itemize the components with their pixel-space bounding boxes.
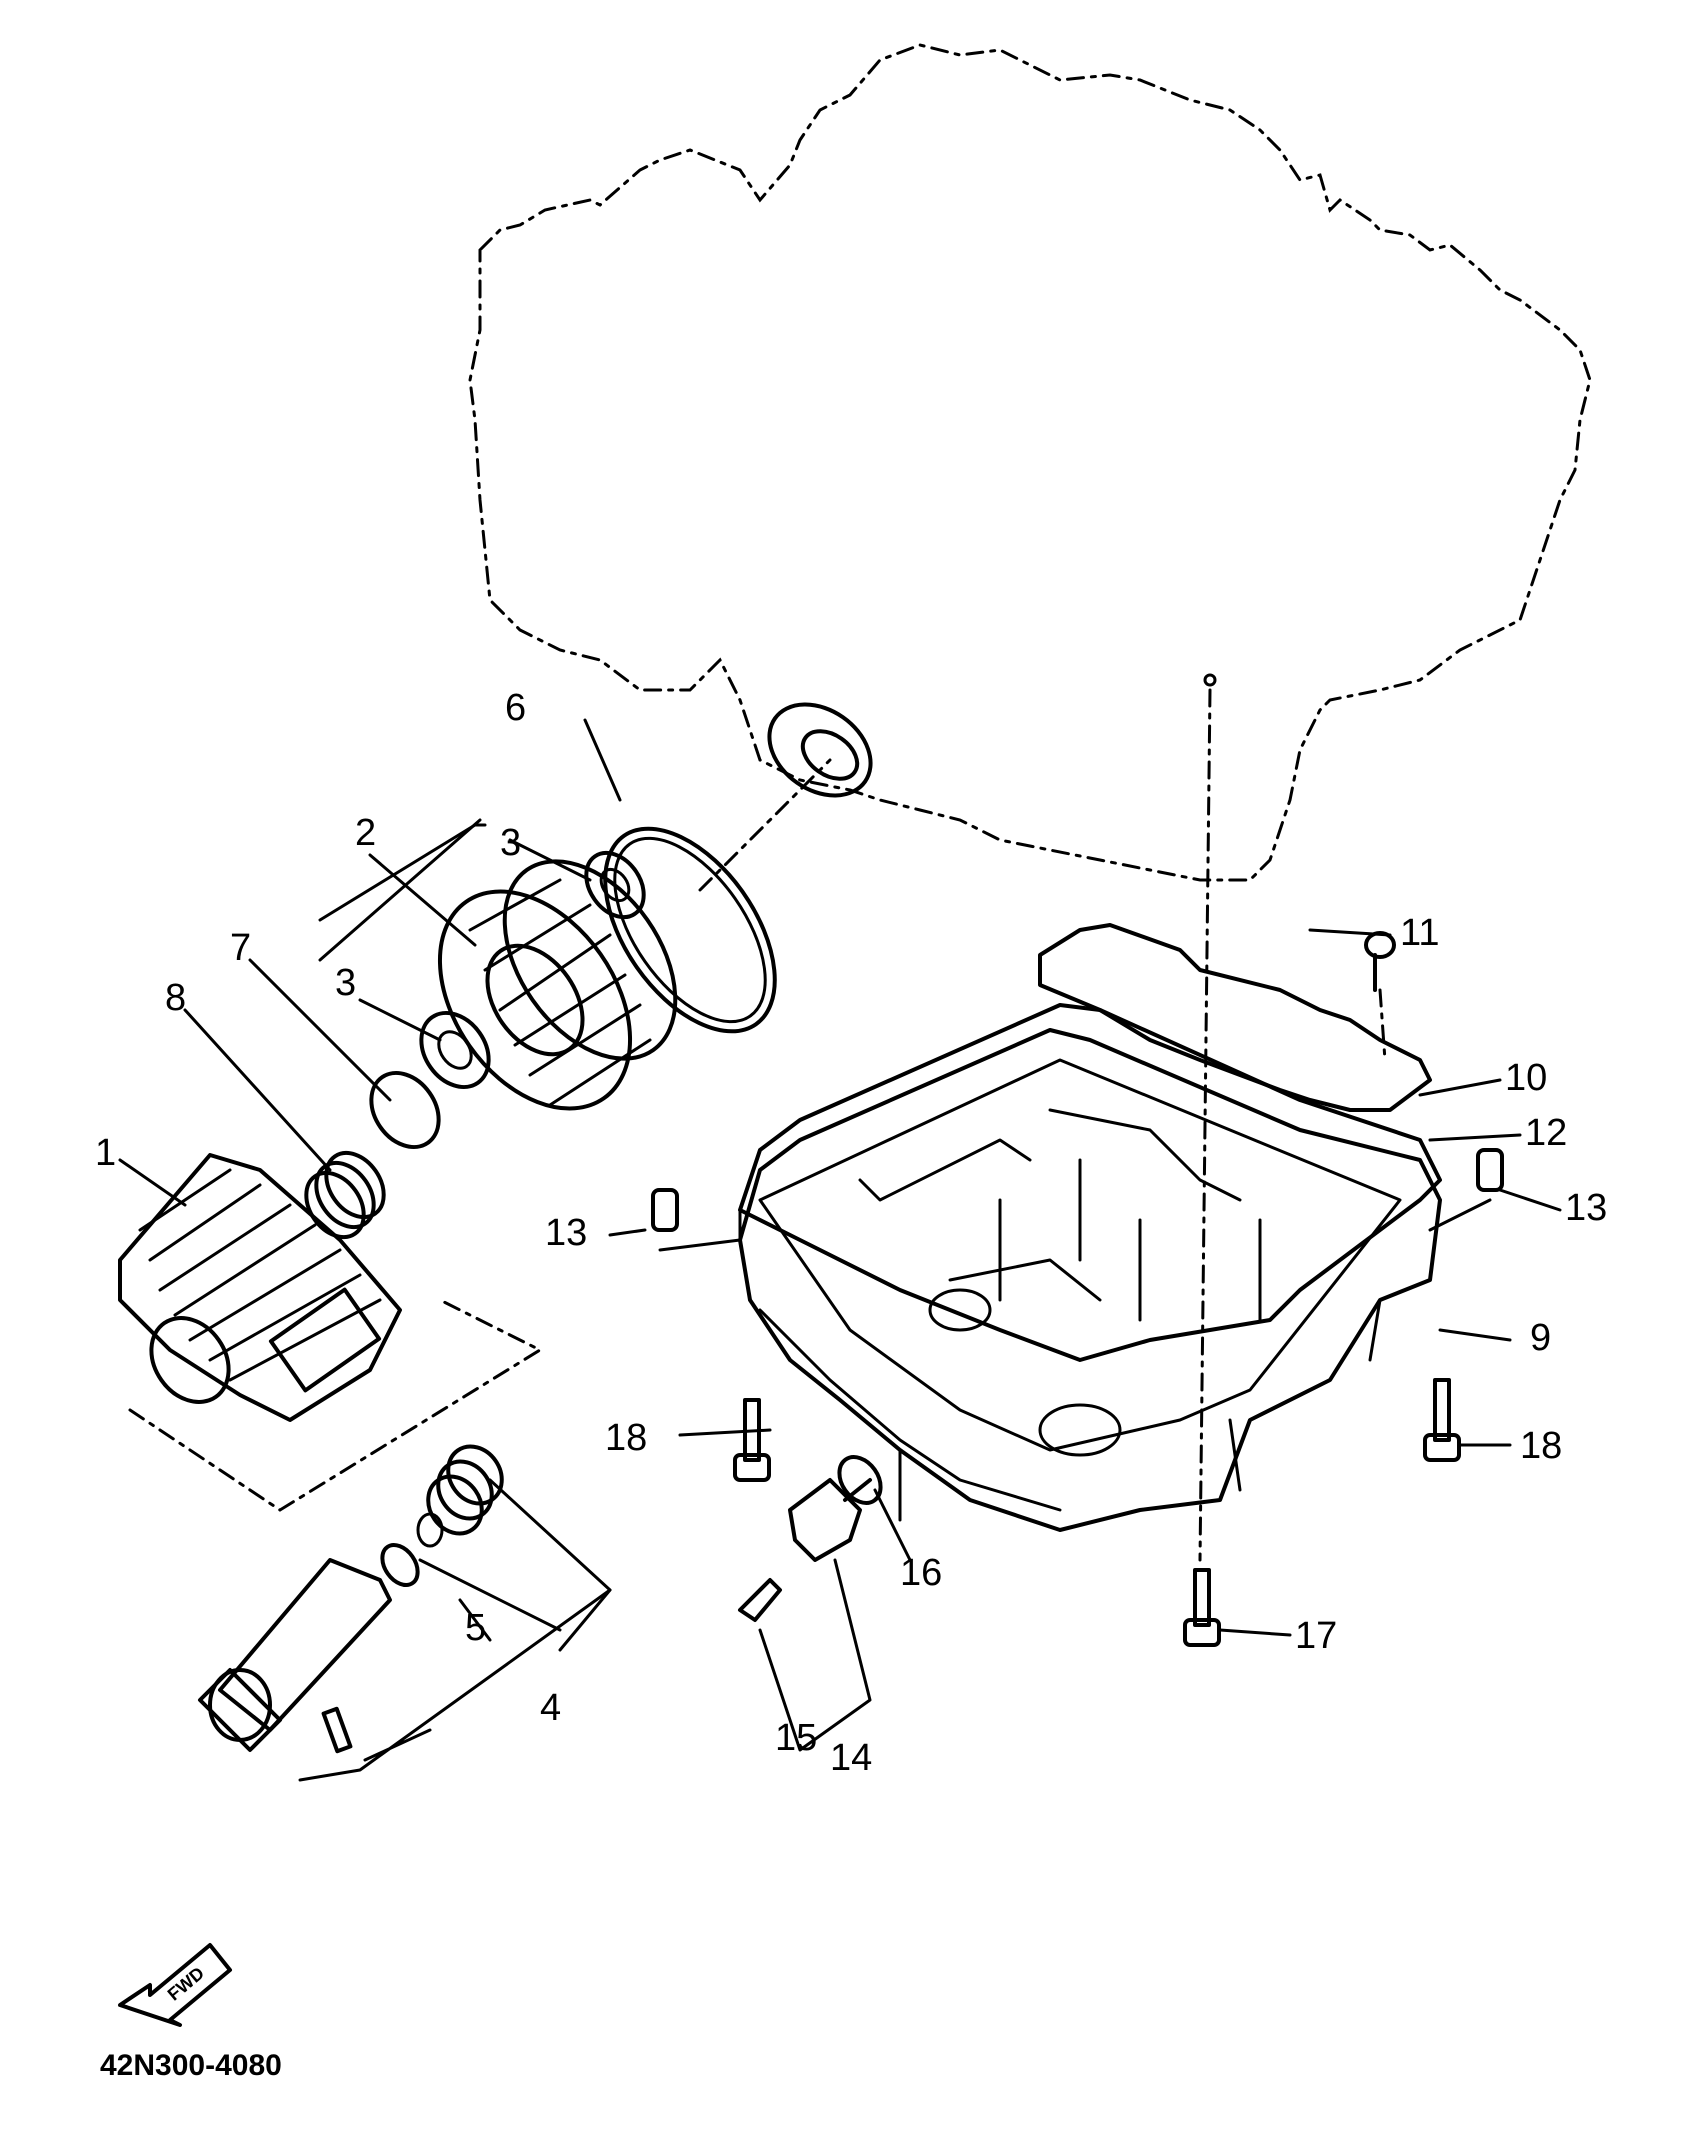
callout-15: 15 xyxy=(775,1717,817,1759)
part-8-spring xyxy=(304,1150,386,1240)
callout-14: 14 xyxy=(830,1737,872,1779)
part-4-pin xyxy=(321,1706,353,1754)
part-6-o-ring xyxy=(603,826,777,1034)
leader-lines xyxy=(118,718,1562,1652)
diagram-code: 42N300-4080 xyxy=(100,2049,282,2082)
callout-6: 6 xyxy=(505,687,526,729)
engine-filter-port xyxy=(767,702,873,798)
callout-12: 12 xyxy=(1525,1112,1567,1154)
callout-10: 10 xyxy=(1505,1057,1547,1099)
part-4-union-bolt xyxy=(198,1558,392,1752)
part-3-washer-upper xyxy=(584,850,646,920)
part-13-dowel-right xyxy=(1476,1148,1504,1192)
part-16-drain-gasket xyxy=(837,1455,883,1505)
callout-7: 7 xyxy=(230,927,251,969)
part-18-bolt-right xyxy=(1423,1378,1461,1462)
callout-13-left: 13 xyxy=(545,1212,587,1254)
part-12-gasket xyxy=(738,1003,1442,1362)
part-18-bolt-left xyxy=(733,1398,771,1482)
callout-8: 8 xyxy=(165,977,186,1019)
part-1-filter-cover xyxy=(118,1153,402,1422)
part-3-washer-lower xyxy=(419,1010,491,1090)
callout-2: 2 xyxy=(355,812,376,854)
callout-9: 9 xyxy=(1530,1317,1551,1359)
part-9-oil-pan xyxy=(738,1028,1442,1532)
callout-17: 17 xyxy=(1295,1615,1337,1657)
callout-13-right: 13 xyxy=(1565,1187,1607,1229)
part-4-o-ring xyxy=(380,1543,420,1587)
callout-1: 1 xyxy=(95,1132,116,1174)
part-15-screw xyxy=(738,1578,782,1622)
callout-5: 5 xyxy=(465,1607,486,1649)
callout-11: 11 xyxy=(1400,912,1439,954)
callout-18-right: 18 xyxy=(1520,1425,1562,1467)
callout-16: 16 xyxy=(900,1552,942,1594)
part-17-bolt xyxy=(1183,1568,1221,1647)
part-14-drain-plug xyxy=(788,1478,872,1562)
part-2-oil-filter-element xyxy=(437,859,678,1111)
part-7-plate xyxy=(369,1070,441,1150)
svg-text:FWD: FWD xyxy=(164,1963,208,2005)
callout-4: 4 xyxy=(540,1687,561,1729)
part-10-baffle-plate xyxy=(1038,923,1432,1112)
part-13-dowel-left xyxy=(651,1188,679,1232)
callout-3-upper: 3 xyxy=(500,822,521,864)
forward-direction-arrow: FWD xyxy=(118,1943,232,2027)
part-4-relief-spring xyxy=(426,1444,504,1536)
engine-crankcase-outline xyxy=(468,43,1592,882)
callout-18-left: 18 xyxy=(605,1417,647,1459)
callout-3-lower: 3 xyxy=(335,962,356,1004)
